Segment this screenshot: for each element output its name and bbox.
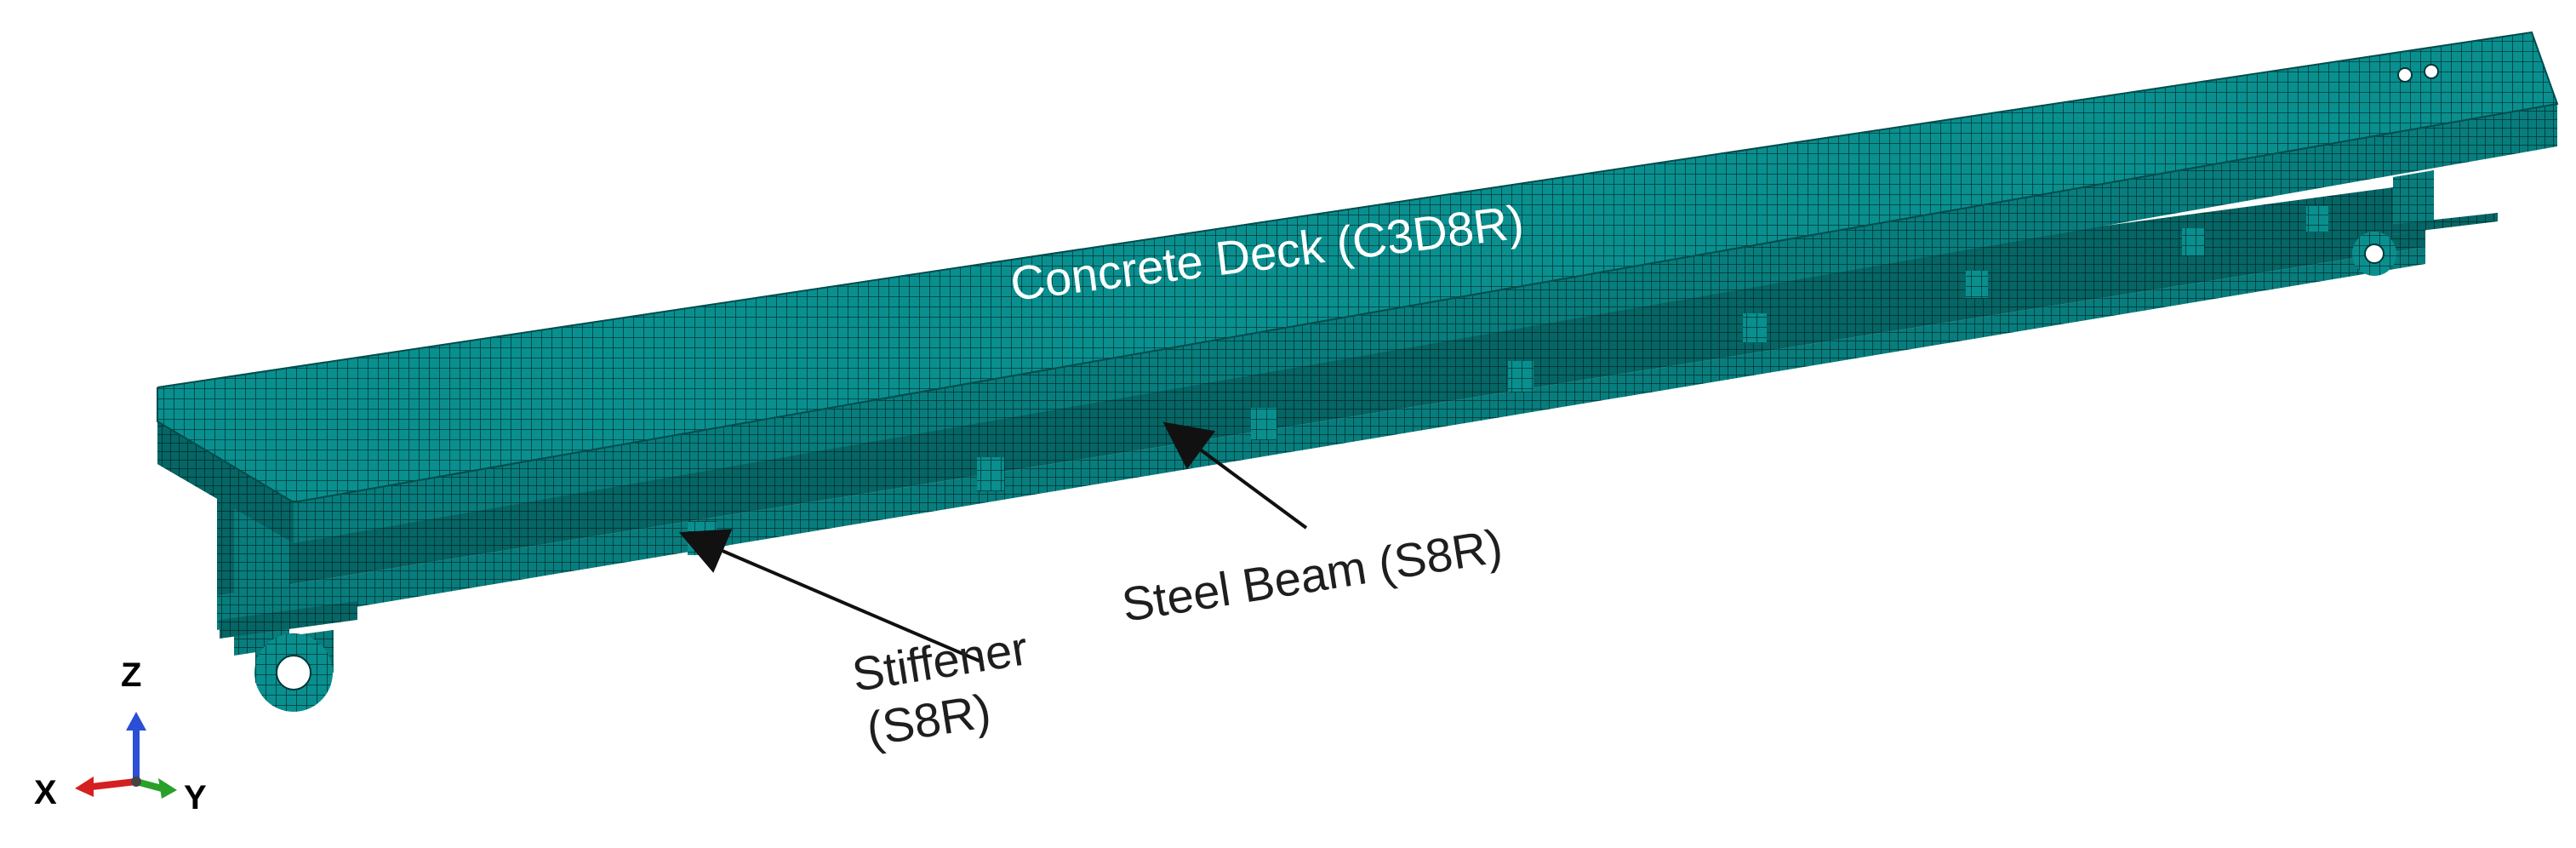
deck-edge-outline — [157, 31, 2559, 504]
steel-beam — [217, 183, 2425, 630]
stiffener — [2182, 228, 2204, 255]
z-axis-label: Z — [121, 656, 141, 694]
beam-web — [217, 183, 2425, 596]
right-top-lug-hole — [2424, 64, 2439, 79]
deck-front-edge — [157, 104, 2557, 543]
coordinate-triad: Z X Y — [34, 656, 207, 816]
z-axis-arrowhead — [126, 712, 146, 731]
right-bottom-lug-hole — [2364, 244, 2385, 264]
stiffener — [688, 521, 717, 555]
triad-origin — [131, 776, 141, 787]
right-end-plate — [2393, 170, 2434, 235]
right-top-lug-hole — [2397, 67, 2413, 83]
stiffener — [977, 457, 1004, 491]
stiffener-leader-arrow — [678, 529, 984, 664]
deck-top-surface — [157, 32, 2557, 502]
y-axis-label: Y — [184, 779, 207, 816]
stiffener — [1251, 408, 1277, 440]
x-axis-label: X — [34, 774, 57, 811]
x-axis-arrowhead — [75, 776, 94, 797]
stiffener — [1508, 361, 1534, 392]
left-bottom-plate — [220, 601, 357, 639]
right-end-support — [2352, 54, 2498, 276]
beam-label: Steel Beam (S8R) — [1118, 519, 1506, 632]
right-bottom-plate — [2357, 213, 2498, 238]
x-axis-arrow — [91, 778, 137, 790]
stiffener-label-line1: Stiffener — [848, 621, 1031, 702]
deck-end-face — [157, 387, 294, 543]
left-bottom-lug-hole — [276, 655, 311, 690]
stiffener — [1966, 271, 1988, 298]
y-axis-arrowhead — [158, 778, 177, 799]
beam-leader-arrow — [1162, 421, 1308, 530]
stiffener — [1743, 313, 1767, 342]
concrete-deck — [157, 31, 2559, 543]
stiffener — [2306, 206, 2328, 232]
beam-bottom-flange — [217, 247, 2425, 630]
